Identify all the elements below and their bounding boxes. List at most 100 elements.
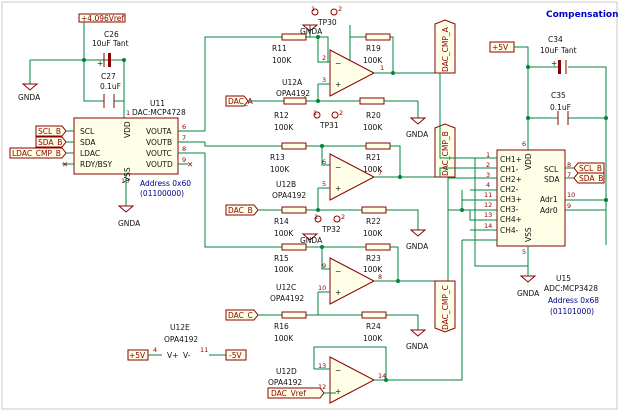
- svg-text:1: 1: [314, 213, 318, 221]
- svg-text:C35: C35: [551, 91, 566, 100]
- svg-text:CH1-: CH1-: [500, 165, 519, 174]
- svg-text:TP31: TP31: [319, 121, 339, 130]
- svg-text:1: 1: [313, 109, 317, 117]
- r24: R24 100K: [361, 311, 387, 343]
- svg-text:−: −: [335, 366, 341, 375]
- svg-text:10uF Tant: 10uF Tant: [92, 39, 129, 48]
- svg-text:VOUTA: VOUTA: [146, 127, 172, 136]
- svg-text:ADC:MCP3428: ADC:MCP3428: [544, 284, 598, 293]
- svg-text:DAC_A: DAC_A: [228, 97, 254, 106]
- u12c-opamp: − + 9 10 8 U12C OPA4192: [270, 257, 382, 305]
- svg-text:100K: 100K: [274, 334, 294, 343]
- svg-text:C26: C26: [104, 30, 119, 39]
- svg-text:R21: R21: [366, 153, 381, 162]
- p5v-power-label: +5V: [489, 41, 515, 53]
- svg-text:VSS: VSS: [123, 167, 132, 182]
- svg-text:6: 6: [182, 123, 186, 131]
- svg-text:100K: 100K: [363, 56, 383, 65]
- svg-text:R14: R14: [274, 217, 289, 226]
- svg-text:GNDA: GNDA: [118, 219, 141, 228]
- label-dac-vref: DAC_Vref: [267, 387, 330, 399]
- svg-text:✕: ✕: [187, 160, 193, 169]
- svg-text:100K: 100K: [274, 229, 294, 238]
- svg-text:5: 5: [522, 248, 526, 256]
- svg-text:1: 1: [311, 5, 315, 13]
- svg-text:SDA_B: SDA_B: [38, 138, 62, 147]
- svg-text:+4.096Vref: +4.096Vref: [81, 14, 124, 23]
- svg-text:+: +: [97, 59, 103, 68]
- svg-text:−: −: [335, 267, 341, 276]
- r23: R23 100K: [322, 243, 399, 281]
- c35-capacitor: C35 0.1uF: [550, 91, 571, 125]
- u15-adc-chip: CH1+ CH1- CH2+ CH2- CH3+ CH3- CH4+ CH4- …: [484, 140, 599, 316]
- svg-text:Address 0x68: Address 0x68: [548, 296, 599, 305]
- svg-text:13: 13: [484, 211, 492, 219]
- svg-text:7: 7: [567, 171, 571, 179]
- svg-text:6: 6: [522, 140, 526, 148]
- u11-dac-chip: U11 DAC:MCP4728 SCL SDA LDAC RDY/BSY VOU…: [73, 99, 191, 198]
- svg-text:2: 2: [338, 5, 342, 13]
- svg-text:R15: R15: [274, 254, 289, 263]
- gnda-symbol-1: GNDA: [18, 60, 41, 102]
- svg-text:TP32: TP32: [321, 225, 341, 234]
- svg-text:1: 1: [126, 109, 130, 117]
- r11: R11 100K: [272, 33, 307, 65]
- svg-text:U12A: U12A: [282, 78, 303, 87]
- svg-text:R24: R24: [366, 322, 381, 331]
- svg-text:U12C: U12C: [276, 283, 296, 292]
- svg-text:GNDA: GNDA: [300, 236, 323, 245]
- label-dac-cmp-c: DAC_CMP_C: [434, 280, 456, 333]
- svg-text:CH3+: CH3+: [500, 195, 522, 204]
- svg-text:U12E: U12E: [170, 323, 190, 332]
- svg-text:DAC_CMP_C: DAC_CMP_C: [441, 285, 450, 330]
- svg-text:OPA4192: OPA4192: [270, 294, 304, 303]
- svg-text:100K: 100K: [363, 165, 383, 174]
- r21: R21 100K: [322, 142, 401, 176]
- svg-text:CH4-: CH4-: [500, 226, 519, 235]
- svg-text:100K: 100K: [270, 165, 290, 174]
- svg-text:SCL: SCL: [544, 165, 559, 174]
- label-dac-a: DAC_A: [225, 95, 254, 107]
- r19: R19 100K: [363, 33, 391, 65]
- c26-capacitor: C26 10uF Tant +: [92, 30, 129, 68]
- svg-text:12: 12: [484, 201, 492, 209]
- svg-text:OPA4192: OPA4192: [268, 378, 302, 387]
- r14: R14 100K: [274, 206, 307, 238]
- svg-text:VOUTB: VOUTB: [146, 138, 172, 147]
- svg-text:OPA4192: OPA4192: [164, 335, 198, 344]
- svg-text:U12B: U12B: [276, 180, 296, 189]
- svg-text:3: 3: [322, 76, 326, 84]
- svg-text:−: −: [335, 59, 341, 68]
- svg-text:1: 1: [486, 151, 490, 159]
- svg-text:+: +: [335, 80, 341, 89]
- svg-text:100K: 100K: [363, 229, 383, 238]
- svg-text:11: 11: [200, 346, 208, 354]
- svg-text:V+: V+: [167, 351, 178, 360]
- svg-text:(01100000): (01100000): [140, 189, 184, 198]
- svg-text:R19: R19: [366, 44, 381, 53]
- u12a-opamp: − + 2 3 1 U12A OPA4192: [276, 49, 384, 98]
- svg-text:(01101000): (01101000): [550, 307, 594, 316]
- svg-text:R11: R11: [272, 44, 287, 53]
- svg-text:OPA4192: OPA4192: [276, 89, 310, 98]
- svg-text:R13: R13: [270, 153, 285, 162]
- gnda-symbol-3: GNDA: [300, 24, 323, 36]
- label-u15-sda-b: SDA_B: [573, 172, 605, 184]
- svg-text:VDD: VDD: [123, 121, 132, 138]
- svg-text:U15: U15: [556, 274, 571, 283]
- svg-text:✕: ✕: [62, 160, 68, 169]
- svg-text:CH1+: CH1+: [500, 155, 522, 164]
- svg-text:100K: 100K: [363, 265, 383, 274]
- svg-text:4: 4: [153, 346, 157, 354]
- svg-text:+5V: +5V: [129, 351, 146, 360]
- svg-text:GNDA: GNDA: [300, 27, 323, 36]
- svg-text:DAC_B: DAC_B: [228, 206, 253, 215]
- gnda-symbol-4: GNDA: [406, 117, 429, 139]
- vref-power-label: +4.096Vref: [78, 13, 126, 23]
- gnda-symbol-2: GNDA: [117, 205, 141, 228]
- svg-text:10uF Tant: 10uF Tant: [540, 46, 577, 55]
- svg-text:100K: 100K: [274, 123, 294, 132]
- svg-text:8: 8: [378, 273, 382, 281]
- svg-text:Adr0: Adr0: [540, 206, 558, 215]
